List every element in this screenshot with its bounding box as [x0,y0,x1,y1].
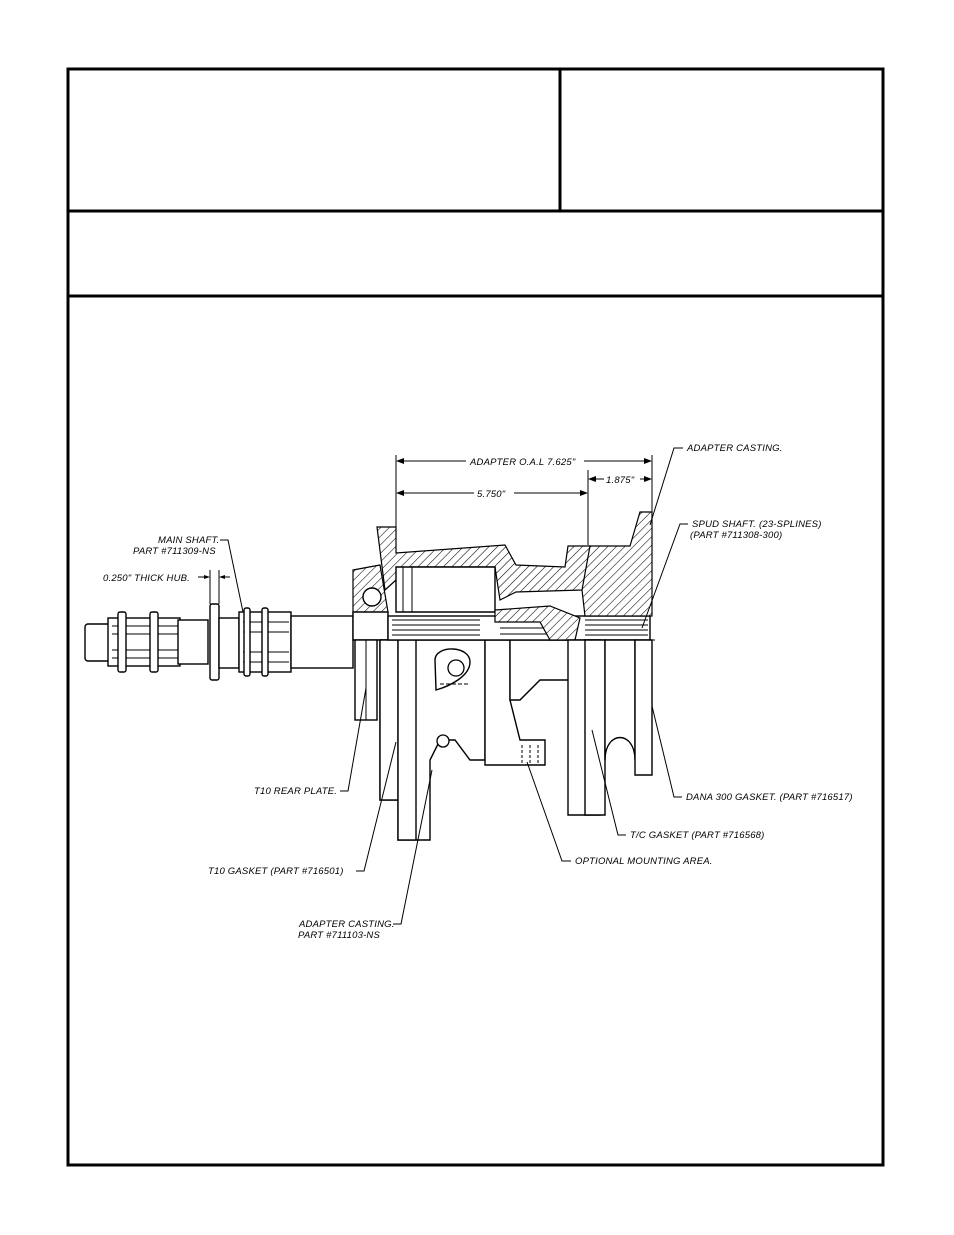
assembly-drawing [84,511,655,841]
dimensions: ADAPTER O.A.L 7.625" 1.875" 5.750" 0.250… [103,455,653,604]
callout-spud-shaft-part: (PART #711308-300) [690,530,782,541]
dim-flange-length: 1.875" [606,475,635,486]
dim-hub-thickness: 0.250" THICK HUB. [103,573,190,584]
callout-main-shaft: MAIN SHAFT. [158,535,220,546]
dim-inner-length: 5.750" [477,489,506,500]
callout-adapter-casting-bottom: ADAPTER CASTING. [298,919,395,930]
title-block [66,67,885,1167]
tc-flange [567,511,653,816]
callout-dana-gasket: DANA 300 GASKET. (PART #716517) [686,792,853,803]
callout-t10-gasket: T10 GASKET (PART #716501) [208,866,344,877]
callout-main-shaft-part: PART #711309-NS [133,546,216,557]
callouts: MAIN SHAFT. PART #711309-NS ADAPTER CAST… [133,443,853,941]
main-shaft [84,603,354,681]
callout-t10-rear-plate: T10 REAR PLATE. [254,786,337,797]
t10-gasket-plates [379,639,417,841]
callout-tc-gasket: T/C GASKET (PART #716568) [630,830,765,841]
callout-spud-shaft: SPUD SHAFT. (23-SPLINES) [692,519,822,530]
spud-shaft [380,605,655,641]
callout-adapter-casting-bottom-part: PART #711103-NS [298,930,380,941]
callout-adapter-casting-top: ADAPTER CASTING. [686,443,783,454]
callout-optional-mounting: OPTIONAL MOUNTING AREA. [575,856,713,867]
dim-overall-length: ADAPTER O.A.L 7.625" [469,457,576,468]
